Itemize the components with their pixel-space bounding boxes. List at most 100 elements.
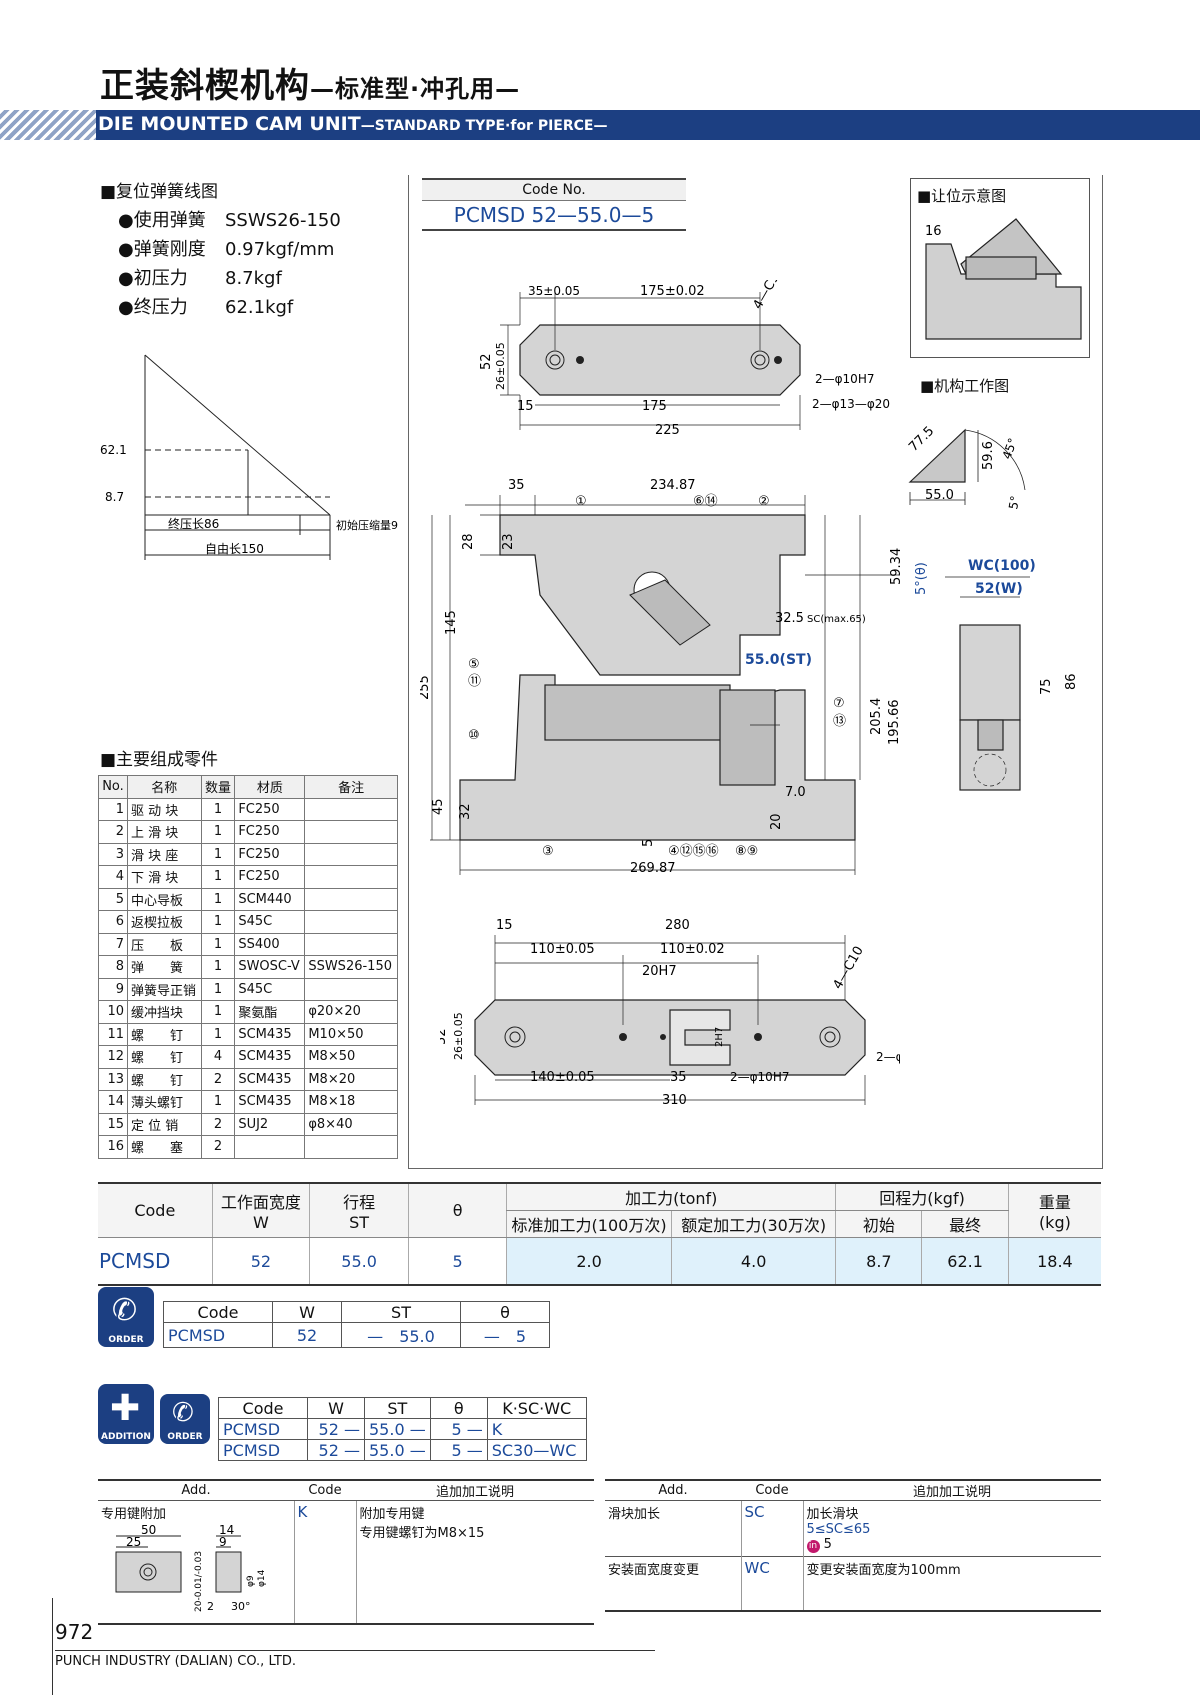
add-order-st: 55.0 — <box>364 1439 431 1461</box>
part-qty: 1 <box>200 820 236 844</box>
order-badge-small-label: ORDER <box>167 1432 203 1442</box>
part-qty: 1 <box>200 1000 236 1024</box>
add-order-theta: 5 — <box>429 1418 488 1440</box>
part-name: 压 板 <box>127 932 202 956</box>
key-dim-2: 2 <box>207 1600 214 1613</box>
main-elevation-drawing: 35 234.87 ① ⑥⑭ ② 28 23 145 255 59.34 5°(… <box>420 478 1079 876</box>
add-left-h-desc: 追加加工说明 <box>356 1479 594 1501</box>
part-name: 缓冲挡块 <box>127 1000 202 1024</box>
graph-free-len: 自由长150 <box>205 542 264 556</box>
part-material: SUJ2 <box>234 1112 306 1136</box>
part-name: 螺 钉 <box>127 1067 202 1091</box>
add-order-dash: — <box>409 1440 426 1460</box>
part-material: 聚氨酯 <box>234 1000 306 1024</box>
add-order-dash: — <box>409 1419 426 1439</box>
spec-code: PCMSD <box>98 1237 213 1286</box>
main-dim-23: 23 <box>501 533 516 550</box>
add-right-name: 安装面宽度变更 <box>608 1563 700 1578</box>
part-no: 5 <box>98 887 128 911</box>
add-left-desc-cell: 附加专用键 专用键螺钉为M8×15 <box>355 1500 594 1624</box>
add-right-desc3-wrap: in 5 <box>806 1537 1099 1553</box>
work-dim-45: 45° <box>1000 436 1020 461</box>
spec-h-wt-cn: 重量 <box>1038 1193 1071 1212</box>
part-material: SCM435 <box>234 1067 306 1091</box>
parts-header-row: No. 名称 数量 材质 备注 <box>98 775 398 799</box>
part-no: 3 <box>98 842 128 866</box>
bot-dim-35: 35 <box>670 1070 687 1085</box>
add-order-code: PCMSD <box>218 1439 308 1461</box>
part-name: 下 滑 块 <box>127 865 202 889</box>
main-dim-28: 28 <box>461 533 476 550</box>
part-qty: 1 <box>200 887 236 911</box>
part-remark <box>304 865 398 889</box>
spec-force-rated: 4.0 <box>670 1237 836 1286</box>
main-dim-7: 7.0 <box>785 785 806 800</box>
dim-26: 26±0.05 <box>494 342 507 390</box>
callout-2: ② <box>758 494 770 509</box>
code-box-value: PCMSD 52—55.0—5 <box>453 203 655 227</box>
callout-10: ⑩ <box>468 728 480 743</box>
bot-dim-2h7: 2H7 <box>714 1027 725 1047</box>
side-dim-75: 75 <box>1039 678 1054 695</box>
part-remark <box>304 842 398 866</box>
add-order-row: PCMSD 52 — 55.0 — 5 — K <box>218 1418 587 1440</box>
part-remark <box>304 932 398 956</box>
spring-section-title: ■复位弹簧线图 <box>100 182 219 202</box>
spec-h-force: 加工力(tonf) <box>506 1182 836 1211</box>
footer-line <box>52 1598 53 1695</box>
part-remark: M8×20 <box>304 1067 398 1091</box>
part-name: 上 滑 块 <box>127 820 202 844</box>
bot-dim-15: 15 <box>496 918 513 933</box>
company-name: PUNCH INDUSTRY (DALIAN) CO., LTD. <box>55 1654 296 1669</box>
callout-7: ⑦ <box>833 696 845 711</box>
add-order-w: 52 — <box>307 1418 365 1440</box>
dim-4-c10: 4—C10 <box>750 280 786 312</box>
clearance-title: ■让位示意图 <box>917 187 1007 205</box>
part-remark <box>304 887 398 911</box>
part-name: 定 位 销 <box>127 1112 202 1136</box>
part-name: 薄头螺钉 <box>127 1090 202 1114</box>
key-drawing: 50 25 14 9 20-0.01/-0.03 φ9 φ14 2 30° <box>115 1523 267 1613</box>
add-right-name: 滑块加长 <box>608 1507 661 1522</box>
page-title-en: DIE MOUNTED CAM UNIT—STANDARD TYPE·for P… <box>98 113 608 135</box>
spec-row: PCMSD 52 55.0 5 2.0 4.0 8.7 62.1 18.4 <box>98 1237 1101 1286</box>
footer-rule <box>55 1650 655 1651</box>
key-dim-phi9: φ9 <box>246 1575 256 1587</box>
add-order-w-val: 52 <box>318 1440 339 1460</box>
part-no: 6 <box>98 910 128 934</box>
callout-5: ⑤ <box>468 657 480 672</box>
order-row: PCMSD 52 — 55.0 — 5 <box>163 1322 550 1348</box>
order-h-theta: θ <box>460 1301 550 1323</box>
add-order-h-theta: θ <box>429 1397 488 1419</box>
part-name: 返楔拉板 <box>127 910 202 934</box>
part-no: 8 <box>98 955 128 979</box>
add-right-desc1: 变更安装面宽度为100mm <box>802 1556 1101 1611</box>
callout-3: ③ <box>542 844 554 859</box>
add-right-h-add: Add. <box>605 1479 741 1501</box>
part-qty: 1 <box>200 955 236 979</box>
main-dim-59: 59.34 <box>889 548 904 585</box>
order-badge-small: ✆ ORDER <box>160 1394 210 1444</box>
in-badge-icon: in <box>806 1540 820 1553</box>
add-right-code: WC <box>740 1556 803 1611</box>
add-left-name: 专用键附加 <box>101 1507 167 1522</box>
order-table: Code W ST θ PCMSD 52 — 55.0 — 5 <box>163 1301 550 1348</box>
add-left-desc1: 附加专用键 <box>359 1507 425 1522</box>
page-number: 972 <box>55 1620 94 1644</box>
part-material: SCM435 <box>234 1022 306 1046</box>
main-dim-32b: 32 <box>458 803 473 820</box>
add-left-code: K <box>293 1500 356 1624</box>
order-dash: — <box>367 1327 384 1346</box>
work-dim-77: 77.5 <box>906 424 937 455</box>
part-material: SS400 <box>234 932 306 956</box>
order-h-st: ST <box>341 1301 461 1323</box>
part-no: 14 <box>98 1090 128 1114</box>
callout-4-12-15-16: ④⑫⑮⑯ <box>668 844 719 859</box>
key-dim-9: 9 <box>219 1535 227 1549</box>
